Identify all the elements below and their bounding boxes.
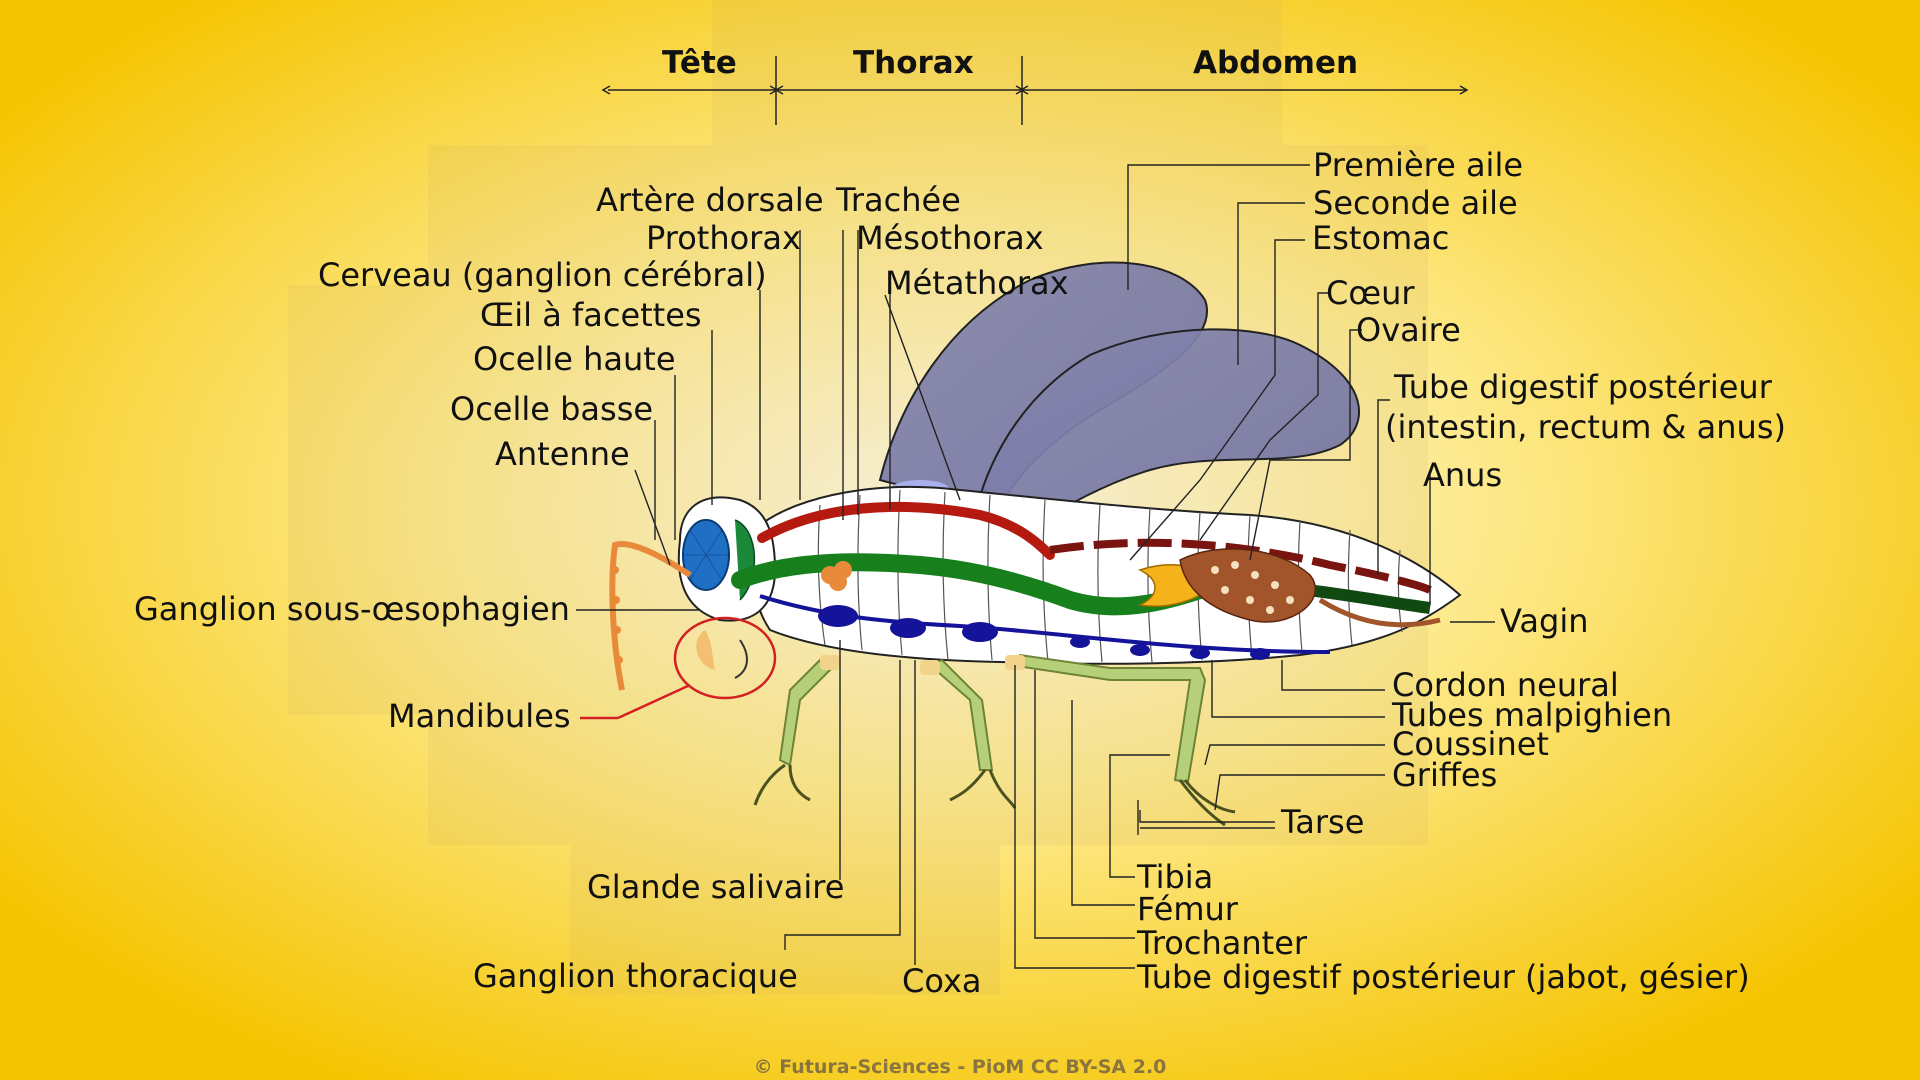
foregut: [731, 553, 1209, 616]
label-coussinet: Coussinet: [1392, 725, 1549, 763]
label-vagin: Vagin: [1500, 602, 1589, 640]
label-anus: Anus: [1423, 456, 1503, 494]
label-griffes: Griffes: [1392, 756, 1498, 794]
coxa-joints: [820, 655, 1025, 675]
label-ocelle-basse: Ocelle basse: [450, 390, 654, 428]
label-glande: Glande salivaire: [587, 868, 845, 906]
label-metathorax: Métathorax: [885, 264, 1069, 302]
antenna: [609, 541, 692, 691]
label-arteria-dorsal: Artère dorsale: [596, 181, 824, 219]
label-seconde-aile: Seconde aile: [1313, 184, 1518, 222]
label-tube-post-2: (intestin, rectum & anus): [1385, 408, 1786, 446]
label-mandibules: Mandibules: [388, 697, 571, 735]
credit-text: © Futura-Sciences - PioM CC BY-SA 2.0: [753, 1056, 1167, 1078]
label-ganglion-sous: Ganglion sous-œsophagien: [134, 590, 570, 628]
label-coxa: Coxa: [902, 962, 982, 1000]
label-tarse: Tarse: [1281, 803, 1365, 841]
body-segments: [817, 489, 1403, 663]
second-wing: [973, 328, 1361, 527]
salivary-gland: [821, 561, 852, 591]
label-femur: Fémur: [1137, 890, 1238, 928]
label-premiere-aile: Première aile: [1313, 146, 1524, 184]
dorsal-artery: [757, 501, 1055, 560]
label-oeil: Œil à facettes: [480, 296, 702, 334]
label-cordon: Cordon neural: [1392, 666, 1619, 704]
label-ovaire: Ovaire: [1356, 311, 1461, 349]
label-antenne: Antenne: [495, 435, 630, 473]
label-estomac: Estomac: [1312, 219, 1450, 257]
label-trachee: Trachée: [836, 181, 961, 219]
mandible-ring: [673, 616, 777, 700]
label-coeur: Cœur: [1326, 274, 1415, 312]
leader-lines: [576, 164, 1495, 969]
label-ocelle-haute: Ocelle haute: [473, 340, 676, 378]
label-ganglion-thoracique: Ganglion thoracique: [473, 957, 798, 995]
label-cerveau: Cerveau (ganglion cérébral): [318, 256, 767, 294]
section-arrows: [601, 56, 1469, 125]
label-prothorax: Prothorax: [646, 219, 801, 257]
label-mesothorax: Mésothorax: [856, 219, 1044, 257]
label-tibia: Tibia: [1137, 858, 1214, 896]
label-malpighiens: Tubes malpighien: [1392, 696, 1673, 734]
section-thorax: Thorax: [853, 45, 974, 81]
heart: [1049, 538, 1432, 594]
label-tube-jabot: Tube digestif postérieur (jabot, gésier): [1137, 958, 1750, 996]
label-trochanter: Trochanter: [1137, 924, 1308, 962]
section-head: Tête: [662, 45, 737, 81]
section-abdomen: Abdomen: [1193, 45, 1359, 81]
label-tube-post-1: Tube digestif postérieur: [1394, 368, 1772, 406]
ganglia: [818, 605, 1270, 660]
